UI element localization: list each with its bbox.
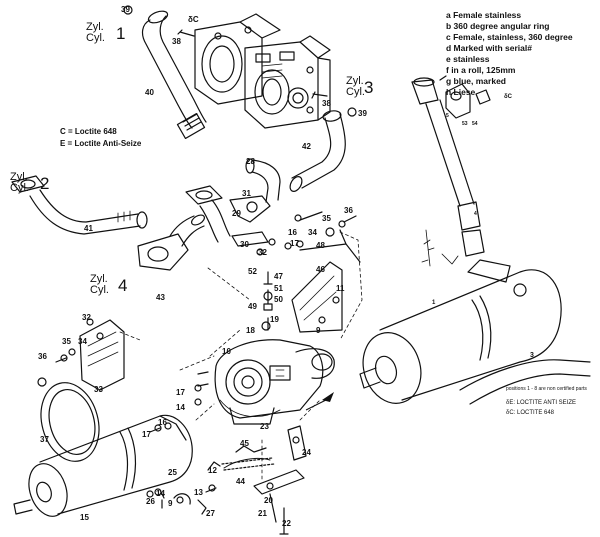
part-number: 46 [316, 265, 325, 274]
part-number: 18 [246, 326, 255, 335]
part-number: 38 [322, 99, 331, 108]
part-number: 39 [121, 5, 130, 14]
part-number: 20 [264, 496, 273, 505]
part-number: 29 [232, 209, 241, 218]
cylinder-head-block [194, 13, 331, 129]
legend-item: d Marked with serial# [446, 43, 532, 53]
part-number: 37 [40, 435, 49, 444]
part-number: 9 [316, 326, 321, 335]
exhaust-pipe-cyl2 [11, 175, 148, 235]
silencer-left [13, 414, 193, 517]
part-number: 43 [156, 293, 165, 302]
mounting-bracket [291, 229, 361, 333]
part-number: 15 [80, 513, 89, 522]
part-number: 31 [242, 189, 251, 198]
part-number: 38 [172, 37, 181, 46]
part-number: 49 [248, 302, 257, 311]
part-number: 32 [82, 313, 91, 322]
part-number: 27 [206, 509, 215, 518]
part-number: 24 [302, 448, 311, 457]
muffler-assembly [359, 75, 591, 405]
muffler-note-non-certified: positions 1 - 8 are non certified parts [506, 386, 587, 392]
part-number: 26 [146, 497, 155, 506]
assembly-guide-lines [119, 231, 363, 481]
legend-list: a Female stainless b 360 degree angular … [446, 10, 573, 98]
part-number: 41 [84, 224, 93, 233]
note-loctite-648: C = Loctite 648 [60, 127, 117, 136]
turbocharger [197, 339, 335, 425]
part-number: 48 [316, 241, 325, 250]
part-number: 3 [530, 352, 534, 359]
part-number: 35 [62, 337, 71, 346]
part-number: 50 [274, 295, 283, 304]
part-number: 22 [282, 519, 291, 528]
part-number: 12 [208, 466, 217, 475]
part-number: 1 [432, 300, 436, 306]
part-number: 32 [258, 248, 267, 257]
part-number: 17 [290, 239, 299, 248]
part-number: 34 [308, 228, 317, 237]
legend-item: a Female stainless [446, 10, 522, 20]
heat-shield [79, 319, 125, 391]
part-number: 45 [240, 439, 249, 448]
part-number: δC [504, 94, 512, 100]
exhaust-flange-cyl4 [137, 214, 205, 271]
exhaust-pipe-cyl1 [141, 10, 207, 140]
clamp-ring [37, 377, 100, 462]
cylinder-label-2: Zyl.Cyl. 2 [10, 171, 50, 194]
part-number: 42 [302, 142, 311, 151]
exhaust-pipe-cyl3 [289, 110, 346, 192]
part-number: 54 [472, 121, 478, 127]
legend-item: h Liese [446, 87, 476, 97]
note-loctite-anti-seize: E = Loctite Anti-Seize [60, 139, 142, 148]
part-number: 36 [38, 352, 47, 361]
part-number: 36 [344, 206, 353, 215]
wastegate-linkage [159, 425, 307, 535]
part-number: 16 [288, 228, 297, 237]
part-number: 47 [274, 272, 283, 281]
part-number: 17 [142, 430, 151, 439]
part-number: 14 [156, 489, 165, 498]
part-number: 13 [194, 488, 203, 497]
part-number: 53 [462, 121, 468, 127]
collector-pipes [185, 158, 281, 247]
cylinder-label-1: Zyl.Cyl. 1 [86, 21, 126, 44]
part-number: 9 [168, 499, 173, 508]
part-number: 35 [322, 214, 331, 223]
part-number: 44 [236, 477, 245, 486]
legend-item: e stainless [446, 54, 490, 64]
part-number: 25 [168, 468, 177, 477]
part-number: 28 [246, 157, 255, 166]
part-number: 40 [145, 88, 154, 97]
part-number: 23 [260, 422, 269, 431]
muffler-note-loctite: δC: LOCTITE 648 [506, 410, 555, 416]
part-number: 21 [258, 509, 267, 518]
legend-item: g blue, marked [446, 76, 506, 86]
muffler-note-anti-seize: δE: LOCTITE ANTI SEIZE [506, 400, 577, 406]
part-number: 34 [78, 337, 87, 346]
part-number: 39 [358, 109, 367, 118]
part-number: 14 [176, 403, 185, 412]
part-number: 4 [474, 211, 477, 217]
legend-item: f in a roll, 125mm [446, 65, 516, 75]
legend-item: c Female, stainless, 360 degree [446, 32, 573, 42]
part-number: 16 [158, 418, 167, 427]
part-number: 33 [94, 385, 103, 394]
part-number: 19 [270, 315, 279, 324]
part-number: 17 [176, 388, 185, 397]
part-number: 5 [446, 113, 449, 119]
cylinder-label-4: Zyl.Cyl. 4 [90, 273, 128, 296]
part-number: 51 [274, 284, 283, 293]
part-number: 52 [248, 267, 257, 276]
part-number: 30 [240, 240, 249, 249]
cylinder-label-3: Zyl.Cyl. 3 [346, 75, 374, 98]
part-number: 10 [222, 347, 231, 356]
part-number: 11 [336, 284, 345, 293]
part-number: δC [188, 15, 199, 24]
legend-item: b 360 degree angular ring [446, 21, 550, 31]
